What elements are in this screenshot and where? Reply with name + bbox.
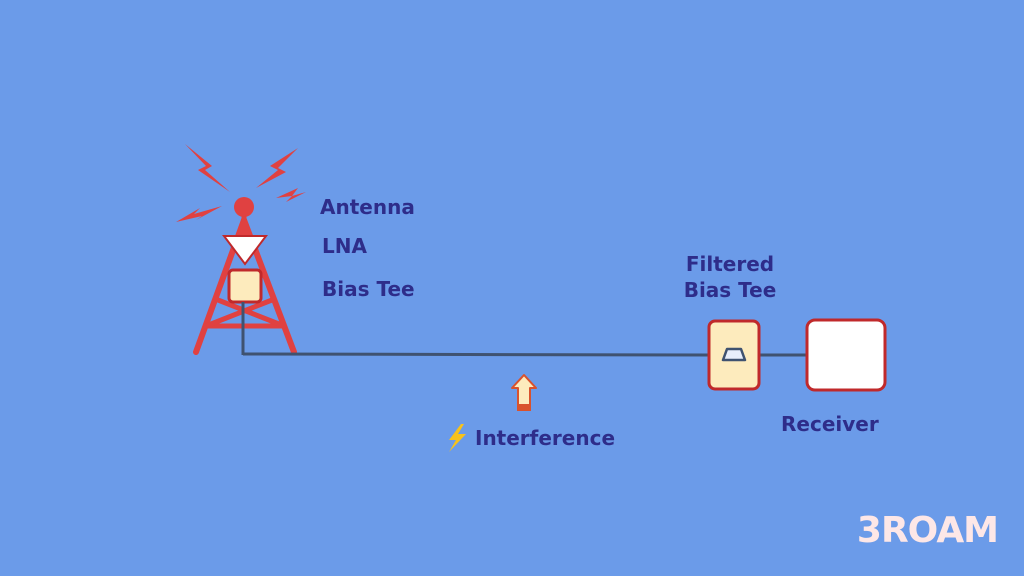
antenna-label: Antenna <box>320 195 415 219</box>
filtered-bias-tee-label-line2: Bias Tee <box>683 278 777 302</box>
interference-label: Interference <box>475 426 616 450</box>
lightning-bolt-icon <box>449 424 466 452</box>
receiver-label: Receiver <box>781 412 879 436</box>
receiver-box <box>805 318 887 392</box>
filter-icon <box>721 347 747 362</box>
filtered-bias-tee-label: Filtered Bias Tee <box>670 251 790 303</box>
brand-logo: 3ROAM <box>856 510 999 551</box>
up-arrow-icon <box>511 374 537 411</box>
lna-label: LNA <box>322 234 367 258</box>
lna-triangle <box>222 235 268 266</box>
signal-bolts-icon <box>176 144 306 222</box>
coax-cable <box>241 302 808 357</box>
bias-tee-box <box>227 268 263 304</box>
bias-tee-label: Bias Tee <box>322 277 415 301</box>
filtered-bias-tee-label-line1: Filtered <box>685 252 775 276</box>
